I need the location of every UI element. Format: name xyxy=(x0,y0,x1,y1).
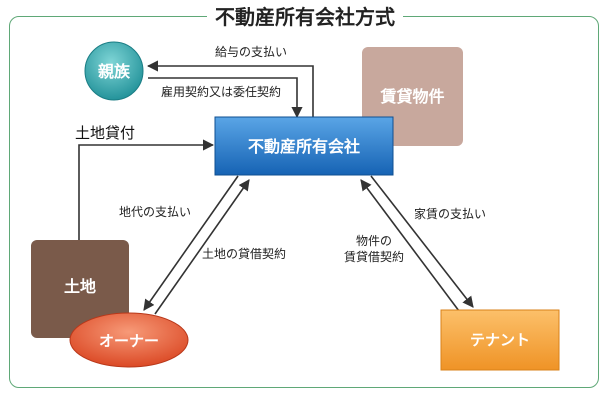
edge-employment xyxy=(148,77,303,119)
svg-text:土地: 土地 xyxy=(64,277,96,296)
label-property-lease-line2: 賃貸借契約 xyxy=(344,249,404,264)
svg-text:不動産所有会社: 不動産所有会社 xyxy=(248,137,360,156)
label-salary: 給与の支払い xyxy=(215,45,287,59)
node-relative: 親族 xyxy=(84,41,144,101)
edge-land-loan xyxy=(78,139,215,242)
diagram-title: 不動産所有会社方式 xyxy=(0,5,610,29)
svg-text:オーナー: オーナー xyxy=(99,332,159,350)
node-owner: オーナー xyxy=(69,312,189,368)
label-employment: 雇用契約又は委任契約 xyxy=(161,84,281,99)
node-company: 不動産所有会社 xyxy=(214,116,394,176)
svg-text:賃貸物件: 賃貸物件 xyxy=(379,87,444,106)
svg-text:テナント: テナント xyxy=(470,331,530,349)
svg-text:親族: 親族 xyxy=(98,62,131,81)
edge-salary xyxy=(146,60,314,118)
node-land: 土地 xyxy=(31,240,129,338)
label-ground-rent: 地代の支払い xyxy=(119,205,191,219)
label-property-lease-line1: 物件の xyxy=(356,234,392,248)
edge-owner-company xyxy=(143,175,250,315)
label-land-loan: 土地貸付 xyxy=(75,124,135,142)
label-land-lease: 土地の貸借契約 xyxy=(202,246,286,261)
node-tenant: テナント xyxy=(440,309,560,371)
label-house-rent: 家賃の支払い xyxy=(414,206,486,221)
edge-company-tenant xyxy=(360,175,474,312)
